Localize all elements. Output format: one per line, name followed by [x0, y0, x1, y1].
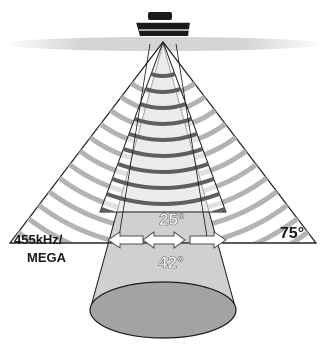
narrow-beam-waves: [100, 42, 226, 212]
label-frequency-line1: 455kHz/: [14, 232, 63, 247]
narrow-wave-arc: [100, 42, 226, 174]
beam-edge-right: [175, 43, 209, 244]
label-42-degrees: 42°: [158, 253, 184, 272]
label-25-degrees: 25°: [159, 210, 185, 229]
arrow-right: [189, 231, 227, 249]
narrow-wave-arc: [100, 42, 226, 142]
narrow-wave-arc: [100, 42, 226, 158]
narrow-wave-arc: [127, 42, 199, 78]
narrow-wave-arc: [100, 42, 226, 110]
label-frequency-line2: MEGA: [27, 250, 67, 265]
cone-bottom-ellipse: [89, 281, 237, 339]
narrow-wave-arc: [100, 42, 226, 126]
narrow-wave-arc: [100, 42, 226, 206]
narrow-wave-arc: [100, 42, 226, 190]
narrow-wave-arc: [111, 42, 215, 94]
arrow-center: [142, 231, 186, 249]
label-75-degrees: 75°: [280, 225, 304, 242]
boat-icon: [136, 12, 190, 36]
beam-edge-left: [117, 43, 151, 244]
beam-width-arrows: [107, 231, 227, 249]
